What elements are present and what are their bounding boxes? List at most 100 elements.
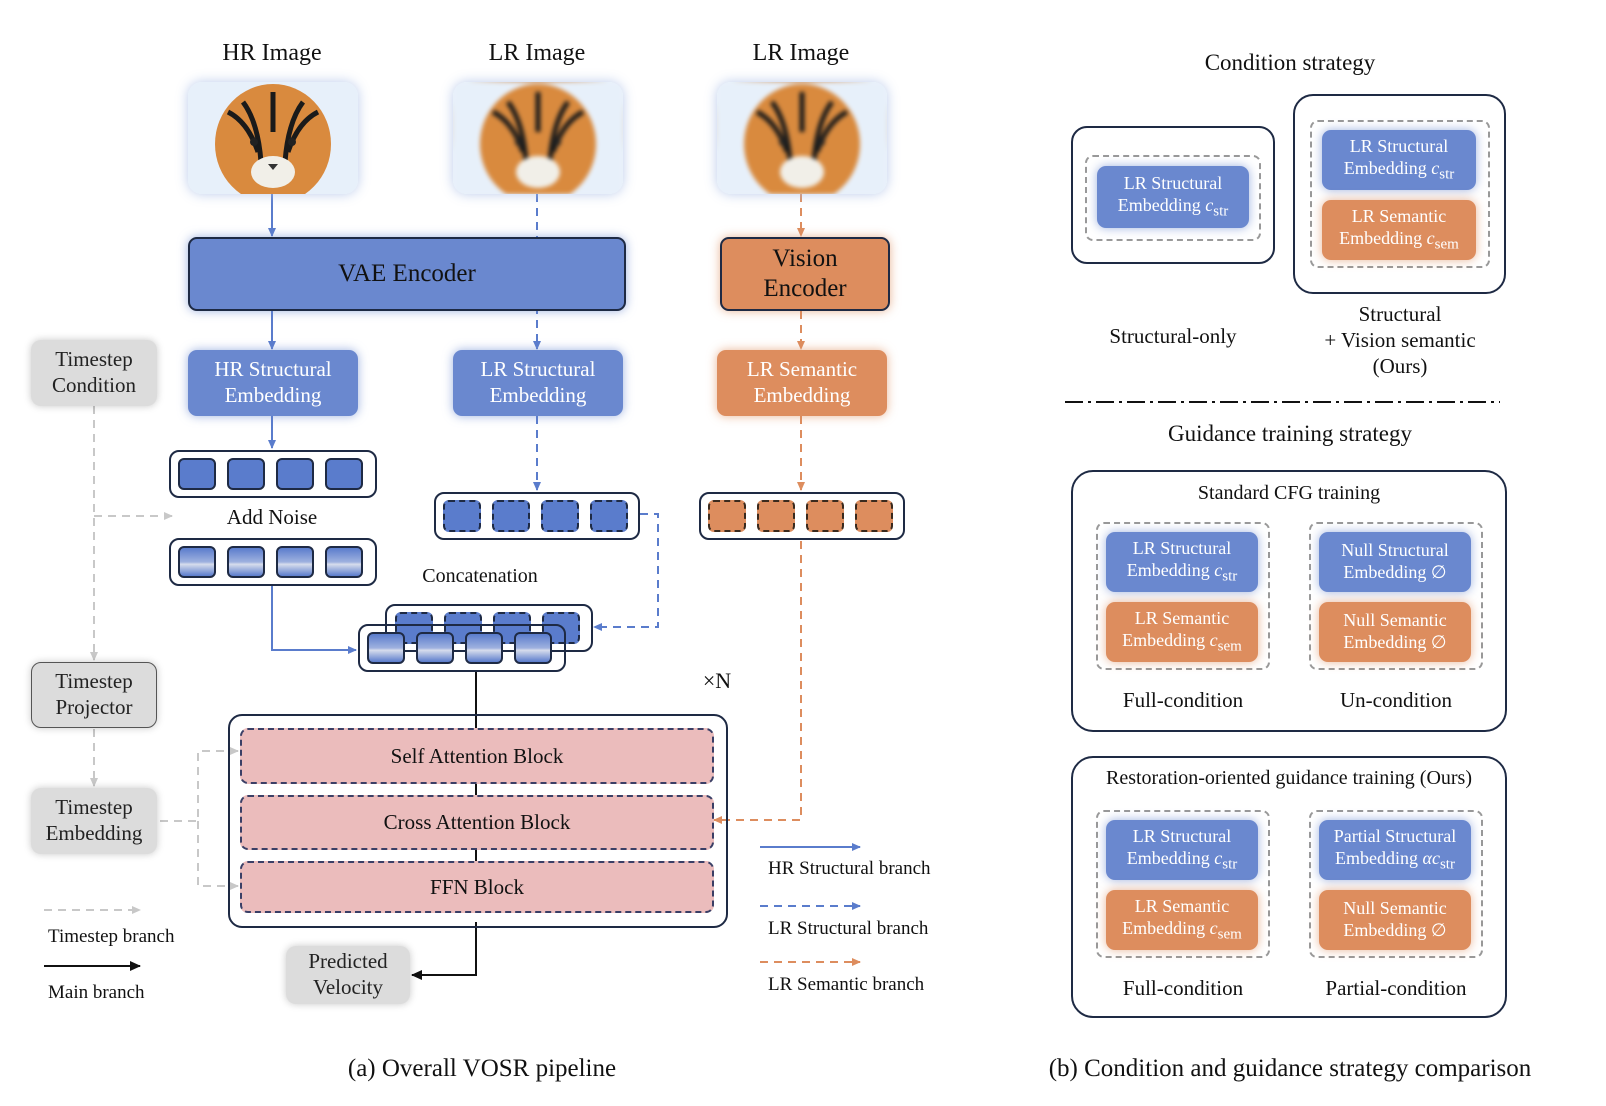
card-embedding-word: Embedding [1343,158,1427,179]
full-condition-label: Full-condition [1122,976,1244,1000]
noisy-token [178,546,216,578]
timestep-embedding-line2: Embedding [45,821,143,845]
structural-vision-dashed-group [1310,120,1490,268]
noisy-token [325,546,363,578]
timestep-condition: Timestep Condition [31,340,157,406]
null-structural-embedding: Null Structural Embedding ∅ [1319,532,1471,592]
card-line1: LR Structural [1132,538,1232,559]
lr-structural-line1: LR Structural [480,357,596,382]
hr-structural-line1: HR Structural [214,357,332,382]
lr-semantic-line1: LR Semantic [746,357,858,382]
card-symbol-c: c [1214,560,1223,581]
structural-only-panel [1071,126,1275,264]
structural-only-dashed-group [1085,155,1261,241]
lr-semantic-embedding: LR Semantic Embedding [717,350,887,416]
timestep-embedding: Timestep Embedding [31,788,157,854]
card-embedding-word: Embedding [1335,848,1419,869]
noisy-token [227,546,265,578]
lr-structural-embedding-c: LR Structural Embedding cstr [1097,166,1249,228]
semantic-token [806,500,844,532]
vision-encoder-line1: Vision [772,244,838,272]
card-embedding-word: Embedding [1122,918,1206,939]
card-line2: Embedding cstr [1118,195,1229,221]
card-line1: LR Structural [1123,173,1223,194]
vae-encoder: VAE Encoder [188,237,626,311]
transformer-block [228,714,728,928]
lr-structural-embedding-c: LR Structural Embedding cstr [1106,820,1258,880]
card-symbol-c: c [1426,228,1435,249]
card-line1: Null Semantic [1343,898,1447,919]
card-symbol-alpha-c: αc [1422,848,1440,869]
condition-strategy-title: Condition strategy [1204,50,1376,75]
card-symbol-c: c [1431,158,1440,179]
concat-noisy-token [465,632,503,664]
partial-condition-label: Partial-condition [1325,976,1467,1000]
null-semantic-embedding: Null Semantic Embedding ∅ [1319,890,1471,950]
predicted-velocity-line2: Velocity [313,975,383,999]
card-line2: Embedding cstr [1127,560,1238,586]
card-subscript: str [1213,203,1229,220]
add-noise-label: Add Noise [226,505,318,529]
structural-vision-line3: (Ours) [1372,354,1428,379]
partial-condition-dashed-group [1309,810,1483,958]
card-line2: Embedding cstr [1127,848,1238,874]
un-condition-dashed-group [1309,522,1483,670]
legend-lr-structural-branch: LR Structural branch [768,918,929,939]
card-line1: Partial Structural [1333,826,1457,847]
structural-vision-line1: Structural [1358,301,1442,326]
vae-encoder-label: VAE Encoder [338,259,476,287]
timestep-condition-line1: Timestep [55,347,133,372]
card-line2: Embedding ∅ [1343,562,1447,582]
semantic-token [855,500,893,532]
legend-lr-semantic-branch: LR Semantic branch [768,974,925,995]
predicted-velocity: Predicted Velocity [286,946,410,1004]
hr-token [178,458,216,490]
card-line1: LR Semantic [1134,608,1230,629]
card-embedding-word: Embedding [1126,560,1210,581]
card-line2: Embedding αcstr [1335,848,1455,874]
lr-semantic-embedding-c: LR Semantic Embedding csem [1106,890,1258,950]
hr-structural-line2: Embedding [224,383,322,407]
timestep-projector: Timestep Projector [31,662,157,728]
card-line1: Null Semantic [1343,610,1447,631]
null-semantic-embedding: Null Semantic Embedding ∅ [1319,602,1471,662]
lr-image-label: LR Image [488,40,586,66]
cross-attention-block: Cross Attention Block [240,795,714,850]
card-symbol-c: c [1214,848,1223,869]
lr-image-label-vision: LR Image [752,40,850,66]
card-line1: LR Semantic [1134,896,1230,917]
legend-timestep-branch: Timestep branch [48,926,175,947]
card-subscript: str [1439,856,1455,873]
card-line2: Embedding cstr [1344,158,1455,184]
lr-semantic-embedding-c: LR Semantic Embedding csem [1322,200,1476,260]
hr-token [276,458,314,490]
card-subscript: str [1222,568,1238,585]
tiger-photo-lr-vision [717,82,887,194]
card-subscript: sem [1217,926,1242,943]
structural-only-label: Structural-only [1109,324,1237,348]
ffn-block: FFN Block [240,861,714,913]
timestep-condition-line2: Condition [51,373,136,397]
concat-noisy-token [514,632,552,664]
timestep-projector-line1: Timestep [55,669,133,694]
card-line1: LR Structural [1349,136,1449,157]
lr-token [492,500,530,532]
concat-noisy-token [367,632,405,664]
card-embedding-word: Embedding [1117,195,1201,216]
card-subscript: str [1222,856,1238,873]
card-line2: Embedding csem [1122,630,1242,656]
card-line2: Embedding ∅ [1343,632,1447,652]
vision-encoder-line2: Encoder [763,275,847,302]
card-subscript: sem [1434,236,1459,253]
concat-front-row [358,624,566,672]
noisy-token [276,546,314,578]
semantic-token [757,500,795,532]
card-symbol-c: c [1209,918,1218,939]
timestep-projector-line2: Projector [55,695,133,719]
vision-encoder: Vision Encoder [720,237,890,311]
card-line1: LR Semantic [1351,206,1447,227]
un-condition-label: Un-condition [1340,688,1452,712]
card-embedding-word: Embedding [1126,848,1210,869]
structural-vision-label: Structural + Vision semantic (Ours) [1290,300,1510,380]
standard-cfg-panel [1071,470,1507,732]
